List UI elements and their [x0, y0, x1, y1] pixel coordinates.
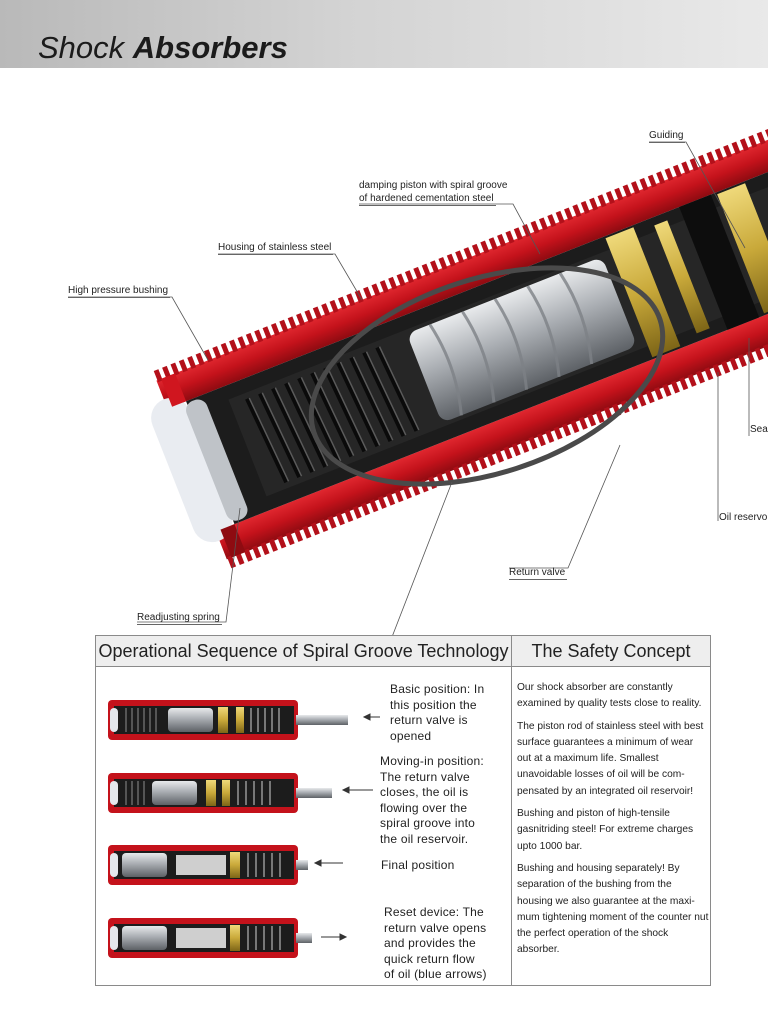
header-band [0, 0, 768, 68]
title-light: Shock [38, 30, 125, 65]
step-reset-text: Reset device: The return valve opens and… [384, 905, 487, 981]
info-table: Operational Sequence of Spiral Groove Te… [95, 635, 711, 986]
callout-return-valve: Return valve [509, 567, 568, 580]
callout-housing: Housing of stainless steel [218, 242, 334, 255]
cutaway-figure: Guiding damping piston with spiral groov… [0, 68, 768, 638]
step-arrows [313, 713, 380, 941]
safety-paragraph: Our shock absorber are constantly examin… [517, 682, 702, 710]
safety-concept-text: Our shock absorber are constantly examin… [517, 680, 709, 965]
page-title: Shock Absorbers [38, 30, 288, 66]
step-diagram-reset [108, 918, 312, 958]
operational-sequence-heading: Operational Sequence of Spiral Groove Te… [96, 636, 512, 666]
step-basic-text: Basic position: In this position the ret… [390, 682, 485, 743]
safety-paragraph: Bushing and housing separately! By separ… [517, 862, 709, 956]
safety-concept-heading: The Safety Concept [531, 641, 691, 661]
safety-paragraph: The piston rod of stainless steel with b… [517, 720, 704, 797]
step-final-text: Final position [381, 858, 455, 872]
callout-damping-line1: damping piston with spiral groove [359, 180, 508, 191]
step-diagram-final [108, 845, 308, 885]
step-diagram-basic [108, 700, 348, 740]
column-divider [511, 666, 512, 985]
callout-seal: Sea [750, 424, 768, 435]
callout-damping-line2: of hardened cementation steel [359, 193, 496, 206]
tube-group [151, 114, 768, 569]
callout-oil-reservoir: Oil reservo [719, 512, 768, 523]
callout-guiding: Guiding [649, 130, 686, 143]
step-diagram-moving-in [108, 773, 332, 813]
shock-absorber-cutaway-illustration [68, 114, 768, 638]
safety-paragraph: Bushing and piston of high-tensile gasni… [517, 808, 694, 852]
table-header-row: Operational Sequence of Spiral Groove Te… [96, 636, 710, 667]
callout-readjusting-spring: Readjusting spring [137, 612, 222, 625]
step-moving-in-text: Moving-in position: The return valve clo… [380, 754, 484, 846]
highlight-ellipse [308, 265, 666, 487]
callout-bushing: High pressure bushing [68, 285, 171, 298]
title-bold: Absorbers [132, 30, 288, 65]
